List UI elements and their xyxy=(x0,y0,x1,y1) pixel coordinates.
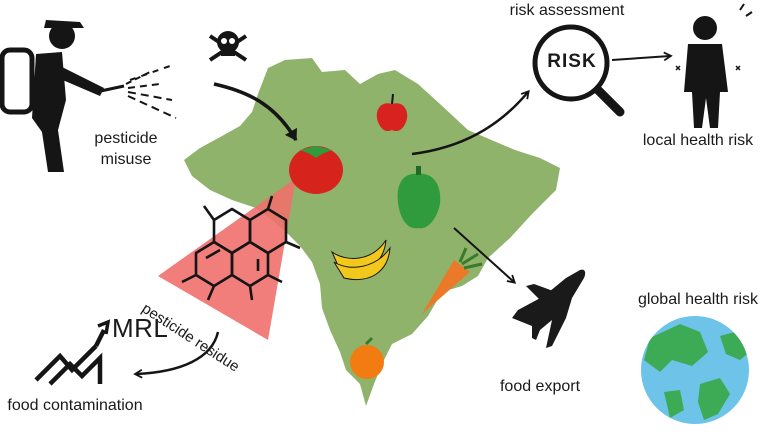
tomato-icon xyxy=(289,146,343,194)
global-health-risk-label: global health risk xyxy=(637,291,759,308)
skull-crossbones-icon xyxy=(208,31,248,62)
arrow-to-local-health xyxy=(611,51,673,62)
sick-person-icon xyxy=(675,3,753,128)
local-health-risk-label: local health risk xyxy=(642,132,754,149)
orange-fruit-icon xyxy=(350,336,384,379)
apple-icon xyxy=(376,93,408,132)
magnifier-icon xyxy=(532,24,625,117)
arrow-to-food-contamination xyxy=(133,331,220,379)
molecule-icon xyxy=(181,195,301,301)
arrow-to-food-export xyxy=(453,227,517,284)
carrot-icon xyxy=(422,247,483,314)
arrow-to-risk-assessment xyxy=(411,89,530,156)
banana-icon xyxy=(330,239,391,280)
globe-icon xyxy=(641,316,749,424)
brazil-map xyxy=(184,58,560,406)
pesticide-misuse-label: pesticide misuse xyxy=(94,130,158,168)
risk-word-label: RISK xyxy=(547,51,597,72)
pesticide-residue-cone xyxy=(158,178,296,340)
airplane-icon xyxy=(512,269,586,348)
food-contamination-label: food contamination xyxy=(7,397,143,414)
pepper-icon xyxy=(397,166,441,229)
mrl-label: MRL xyxy=(112,313,169,343)
sprayer-person-icon xyxy=(0,20,177,172)
arrow-to-tomato xyxy=(213,82,298,141)
rising-chart-icon xyxy=(34,319,111,386)
food-export-label: food export xyxy=(499,378,581,395)
risk-assessment-label: risk assessment xyxy=(509,2,625,19)
